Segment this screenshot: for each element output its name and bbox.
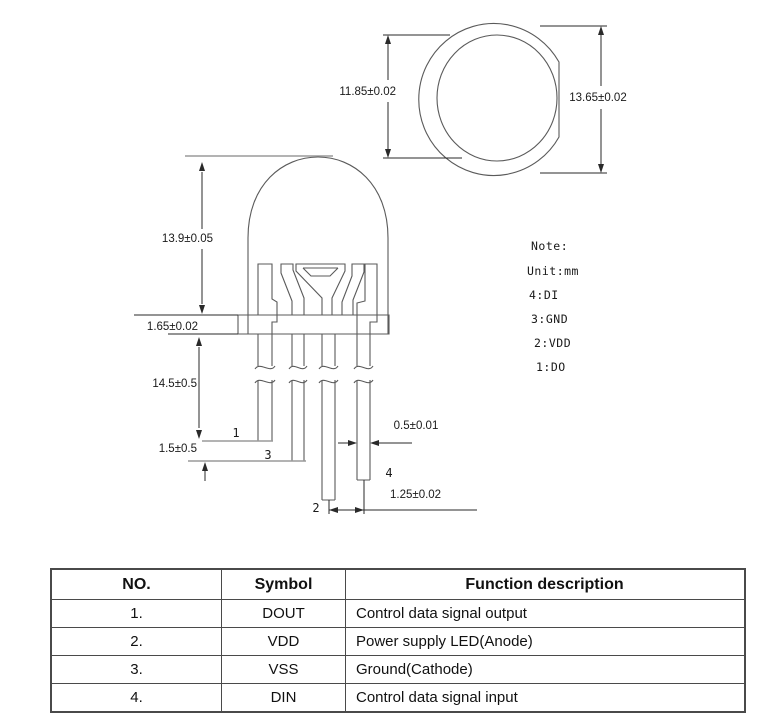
pin-4-lead (356, 334, 371, 481)
inner-dim-label: 11.85±0.02 (339, 86, 396, 98)
pin-3-lead (291, 334, 305, 462)
lead-pitch-label: 1.25±0.02 (390, 489, 441, 501)
reflector-cup (295, 263, 346, 315)
cell-symbol: DOUT (221, 599, 346, 628)
body-height-label: 13.9±0.05 (162, 233, 213, 245)
cell-function: Control data signal output (345, 599, 746, 628)
lead-frame-post-5 (356, 263, 378, 334)
pin-3-number: 3 (264, 448, 271, 462)
cell-no: 1. (50, 599, 222, 628)
pin-2-lead (321, 334, 336, 501)
lead-length-dimension: 14.5±0.5 (152, 337, 202, 439)
lead-length-label: 14.5±0.5 (152, 378, 197, 390)
lead-frame-post-3 (280, 263, 305, 315)
led-dome-outline (247, 156, 389, 315)
lead-frame (257, 263, 378, 334)
pin-1-lead (257, 334, 273, 442)
cell-no: 3. (50, 655, 222, 684)
table-row: 1. DOUT Control data signal output (50, 599, 746, 628)
pin-1-number: 1 (232, 426, 239, 440)
note-pin3: 3:GND (531, 312, 568, 326)
lead-width-label: 0.5±0.01 (394, 420, 439, 432)
note-pin4: 4:DI (529, 288, 559, 302)
cell-no: 4. (50, 683, 222, 713)
flange-thickness-dimension: 1.65±0.02 (134, 314, 238, 335)
cell-function: Control data signal input (345, 683, 746, 713)
cell-no: 2. (50, 627, 222, 656)
notes-block: Note: Unit:mm 4:DI 3:GND 2:VDD 1:DO (527, 239, 579, 374)
body-height-dimension: 13.9±0.05 (162, 162, 213, 314)
lead-stagger-dimension: 1.5±0.5 (159, 440, 306, 481)
lead-frame-post-1 (257, 263, 278, 334)
outer-dim-label: 13.65±0.02 (569, 92, 626, 104)
top-view-outer-circle (418, 22, 560, 177)
cell-function: Ground(Cathode) (345, 655, 746, 684)
header-no: NO. (50, 568, 222, 600)
leads (254, 334, 374, 501)
cell-symbol: VSS (221, 655, 346, 684)
flange-thickness-label: 1.65±0.02 (147, 321, 198, 333)
lead-stagger-label: 1.5±0.5 (159, 443, 197, 455)
table-header-row: NO. Symbol Function description (50, 568, 746, 600)
top-view-inner-circle (436, 34, 558, 162)
table-row: 4. DIN Control data signal input (50, 683, 746, 713)
note-unit: Unit:mm (527, 264, 579, 278)
cell-symbol: VDD (221, 627, 346, 656)
top-view-outer-dimension: 13.65±0.02 (540, 25, 627, 174)
header-function: Function description (345, 568, 746, 600)
note-pin2: 2:VDD (534, 336, 571, 350)
note-pin1: 1:DO (536, 360, 566, 374)
top-view: 11.85±0.02 13.65±0.02 (339, 22, 627, 177)
table-row: 2. VDD Power supply LED(Anode) (50, 627, 746, 656)
lead-width-dimension: 0.5±0.01 (338, 420, 438, 446)
table-row: 3. VSS Ground(Cathode) (50, 655, 746, 684)
cell-function: Power supply LED(Anode) (345, 627, 746, 656)
pin-number-labels: 1 3 2 4 (232, 426, 392, 515)
top-view-inner-dimension: 11.85±0.02 (339, 34, 462, 159)
note-title: Note: (531, 239, 568, 253)
header-symbol: Symbol (221, 568, 346, 600)
side-view: 13.9±0.05 1.65±0.02 14.5±0.5 1.5±0.5 (134, 155, 477, 515)
reflector-cup-rim (302, 267, 339, 277)
pin-4-number: 4 (385, 466, 392, 480)
led-flange (237, 314, 390, 335)
pin-2-number: 2 (312, 501, 319, 515)
cell-symbol: DIN (221, 683, 346, 713)
lead-pitch-dimension: 1.25±0.02 (328, 480, 477, 514)
led-dimension-diagram: 11.85±0.02 13.65±0.02 (134, 22, 627, 515)
pin-function-table: NO. Symbol Function description 1. DOUT … (50, 568, 746, 713)
lead-frame-post-4 (341, 263, 365, 315)
